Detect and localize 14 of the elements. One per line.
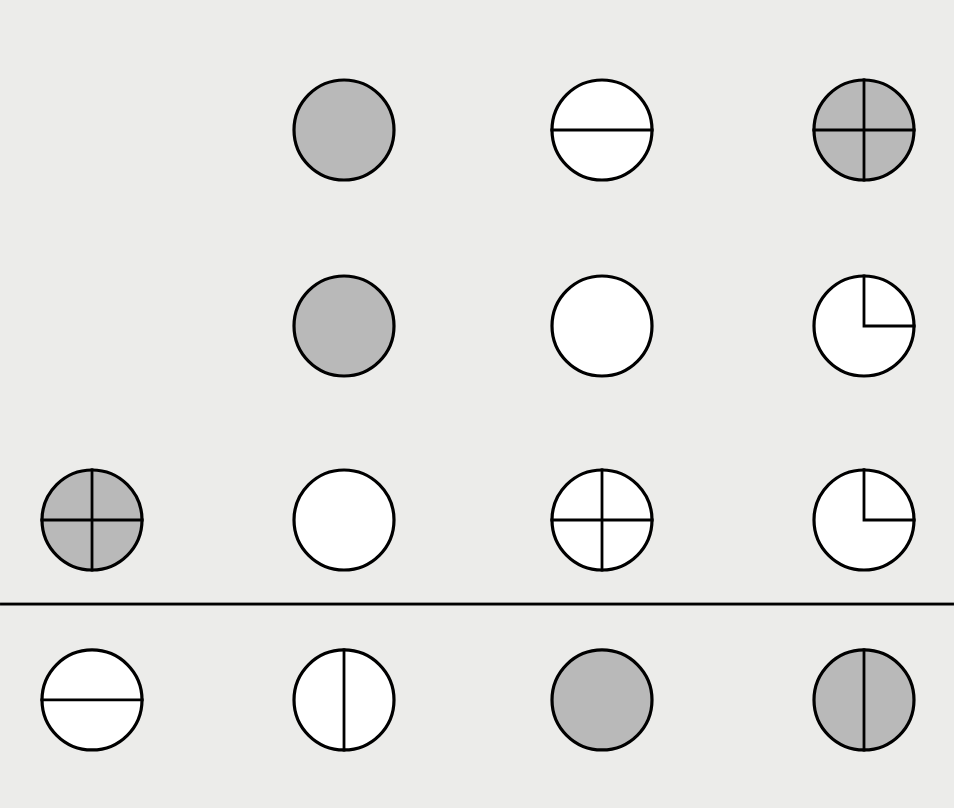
circle-symbol <box>292 78 396 182</box>
circle-symbol <box>812 78 916 182</box>
circle-symbol <box>292 468 396 572</box>
circle-symbol <box>550 648 654 752</box>
circle-symbol <box>292 274 396 378</box>
circle-symbol <box>812 648 916 752</box>
circle-symbol <box>812 274 916 378</box>
circle-symbol <box>40 468 144 572</box>
circle-symbol <box>292 648 396 752</box>
circle-symbol <box>812 468 916 572</box>
circle-symbol <box>550 78 654 182</box>
circle-symbol <box>550 274 654 378</box>
circle-symbol <box>40 648 144 752</box>
circle-symbol <box>550 468 654 572</box>
